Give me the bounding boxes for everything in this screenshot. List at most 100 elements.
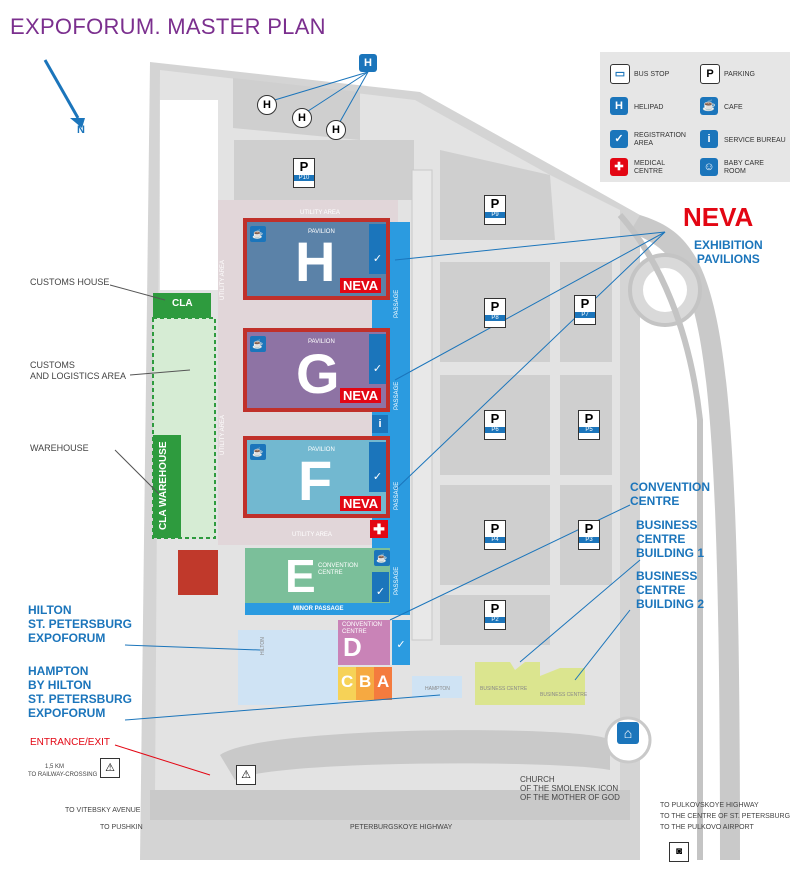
utility-area-side-label-1: UTILITY AREA [220, 260, 226, 300]
parking-p5[interactable]: P P5 [578, 410, 600, 440]
compass-north-label: N [77, 124, 85, 136]
parking-code: P5 [579, 427, 599, 433]
parking-glyph: P [490, 196, 500, 211]
passage-label-1: PASSAGE [394, 289, 400, 318]
cafe-icon-h: ☕ [250, 226, 266, 242]
legend-medical: MEDICAL CENTRE [634, 160, 665, 176]
business-centre-1-label: BUSINESS CENTRE BUILDING 1 [636, 518, 704, 560]
convention-d-letter: D [343, 632, 362, 662]
service-bureau-icon[interactable]: i [372, 415, 388, 433]
church-icon[interactable]: ⌂ [617, 722, 639, 744]
parking-code: P8 [485, 315, 505, 321]
bc1-small-label: BUSINESS CENTRE [480, 686, 528, 692]
helipad-marker-3: H [326, 120, 346, 140]
legend-parking: PARKING [724, 71, 755, 78]
cla-warehouse-label: CLA WAREHOUSE [158, 441, 169, 530]
label-line-1: BUSINESS [636, 569, 698, 583]
pavilion-f-neva-badge: NEVA [340, 496, 382, 511]
pavilion-h-letter: H [295, 230, 336, 293]
parking-p6[interactable]: P P6 [484, 410, 506, 440]
registration-icon-f: ✓ [369, 442, 386, 492]
label-line-3: OF THE MOTHER OF GOD [520, 793, 620, 802]
parking-p8[interactable]: P P8 [484, 298, 506, 328]
page-title: EXPOFORUM. MASTER PLAN [10, 14, 326, 39]
parking-p2[interactable]: P P2 [484, 600, 506, 630]
helipad-links [267, 71, 369, 128]
caption-line-1: CONVENTION [342, 622, 383, 628]
pushkin-label: TO PUSHKIN [100, 824, 143, 831]
entrance-warning-icon: ⚠ [236, 765, 256, 785]
business-centre-1[interactable] [475, 662, 540, 705]
pavilion-e[interactable] [245, 548, 390, 603]
compass-arrow [43, 59, 85, 128]
hilton-hotel[interactable] [238, 630, 338, 705]
minor-passage [245, 600, 410, 615]
convention-b-letter: B [359, 672, 372, 691]
convention-centre-b[interactable] [356, 667, 374, 700]
label-line-1: CONVENTION [630, 480, 711, 494]
minor-passage-label: MINOR PASSAGE [293, 606, 344, 612]
parking-p7[interactable]: P P7 [574, 295, 596, 325]
passage-label-4: PASSAGE [394, 566, 400, 595]
bus-stop-icon: ▭ [610, 64, 630, 84]
convention-centre-a[interactable] [374, 667, 392, 700]
label-line-4: EXPOFORUM [28, 706, 106, 720]
parking-glyph: P [580, 296, 590, 311]
warehouse-label: WAREHOUSE [30, 443, 89, 453]
label-line-1: EXHIBITION [694, 238, 763, 252]
registration-legend-icon: ✓ [610, 130, 628, 148]
helipad-marker-2: H [292, 108, 312, 128]
convention-centre-d[interactable] [338, 620, 390, 665]
neva-logo: NEVA [683, 202, 754, 232]
medical-centre-icon[interactable]: ✚ [370, 520, 388, 538]
parking-p3[interactable]: P P3 [578, 520, 600, 550]
passage-label-3: PASSAGE [394, 481, 400, 510]
registration-icon-h: ✓ [369, 224, 386, 274]
parking-p4[interactable]: P P4 [484, 520, 506, 550]
pavilion-e-letter: E [285, 550, 316, 602]
leader-lines [124, 231, 666, 721]
airport-label: TO THE PULKOVO AIRPORT [660, 824, 754, 831]
label-line-3: EXPOFORUM [28, 631, 106, 645]
label-line-1: HILTON [28, 603, 72, 617]
parking-glyph: P [490, 521, 500, 536]
pavilion-f-caption: PAVILION [308, 447, 335, 453]
bc2-small-label: BUSINESS CENTRE [540, 692, 588, 698]
parking-glyph: P [584, 521, 594, 536]
highway-label: PETERBURGSKOYE HIGHWAY [350, 824, 453, 831]
registration-icon-e: ✓ [372, 572, 389, 602]
cla-warehouse [153, 435, 181, 538]
legend-cafe: CAFE [724, 104, 743, 111]
pavilion-h-caption: PAVILION [308, 229, 335, 235]
convention-centre-c[interactable] [338, 667, 356, 700]
entrance-line [114, 744, 211, 776]
business-centre-2[interactable] [530, 668, 585, 705]
utility-area-bottom-label: UTILITY AREA [292, 532, 332, 538]
label-line-3: BUILDING 1 [636, 546, 705, 560]
registration-icon-g: ✓ [369, 334, 386, 384]
parking-code: P4 [485, 537, 505, 543]
label-line-2: AND LOGISTICS AREA [30, 371, 127, 381]
parking-p10[interactable]: P P10 [293, 158, 315, 188]
parking-code: P7 [575, 312, 595, 318]
church-label: CHURCH OF THE SMOLENSK ICON OF THE MOTHE… [520, 775, 620, 802]
label-line-2: ROOM [724, 168, 746, 175]
caption-line-1: CONVENTION [318, 563, 359, 569]
label-line-1: HAMPTON [28, 664, 89, 678]
pavilion-h-neva-badge: NEVA [340, 278, 382, 293]
helipad-legend-icon: H [610, 97, 628, 115]
parking-p9[interactable]: P P9 [484, 195, 506, 225]
legend-bus-stop: BUS STOP [634, 71, 670, 78]
utility-area-side-label-2: UTILITY AREA [220, 415, 226, 455]
label-line-1: MEDICAL [634, 160, 666, 167]
label-line-1: REGISTRATION [634, 132, 686, 139]
hampton-hotel[interactable] [412, 676, 462, 698]
exhibition-pavilions-label: EXHIBITION PAVILIONS [694, 238, 763, 266]
label-line-3: BUILDING 2 [636, 597, 705, 611]
cla-label: CLA [172, 298, 193, 309]
business-centre-2-label: BUSINESS CENTRE BUILDING 2 [636, 569, 704, 611]
caption-line-2: CENTRE [342, 629, 367, 635]
parking-code: P2 [485, 617, 505, 623]
label-line-2: PAVILIONS [696, 252, 760, 266]
